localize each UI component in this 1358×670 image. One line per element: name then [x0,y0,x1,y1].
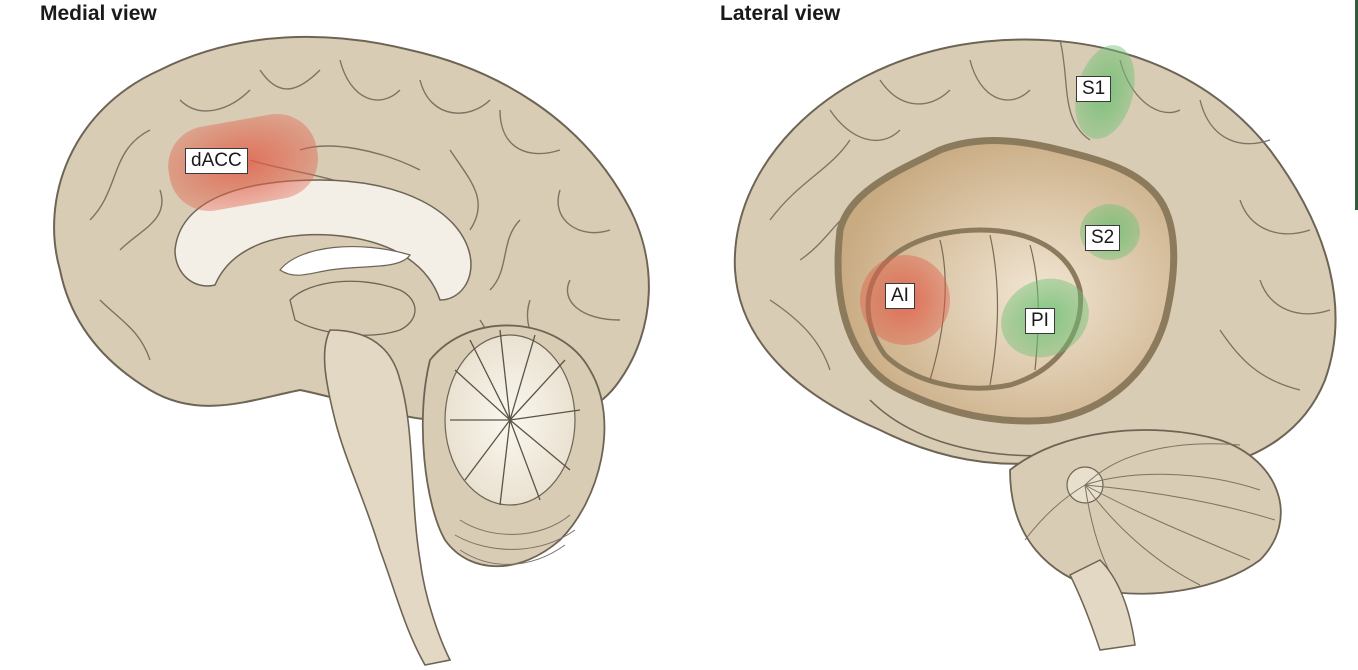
lateral-brainstem [1068,559,1136,651]
lateral-ventricle [279,245,411,276]
dacc-label: dACC [185,148,248,174]
lateral-brain-illustration [733,38,1337,651]
medial-view-title: Medial view [40,2,157,25]
lateral-view-title: Lateral view [720,2,841,25]
medial-view-panel: Medial view [40,2,650,666]
lateral-gyri-lines [769,39,1331,391]
edge-divider [1355,0,1358,210]
insula-region [834,137,1178,425]
lateral-view-panel: Lateral view [680,0,1358,670]
s1-label: S1 [1076,76,1112,102]
brainstem [323,329,452,666]
pi-label: PI [1025,308,1055,334]
medial-brain-illustration [53,35,650,666]
ai-label: AI [885,283,915,309]
lateral-cerebellum [1009,429,1282,595]
s2-label: S2 [1085,225,1121,251]
thalamus [289,280,416,336]
medial-cerebellum [421,324,606,567]
